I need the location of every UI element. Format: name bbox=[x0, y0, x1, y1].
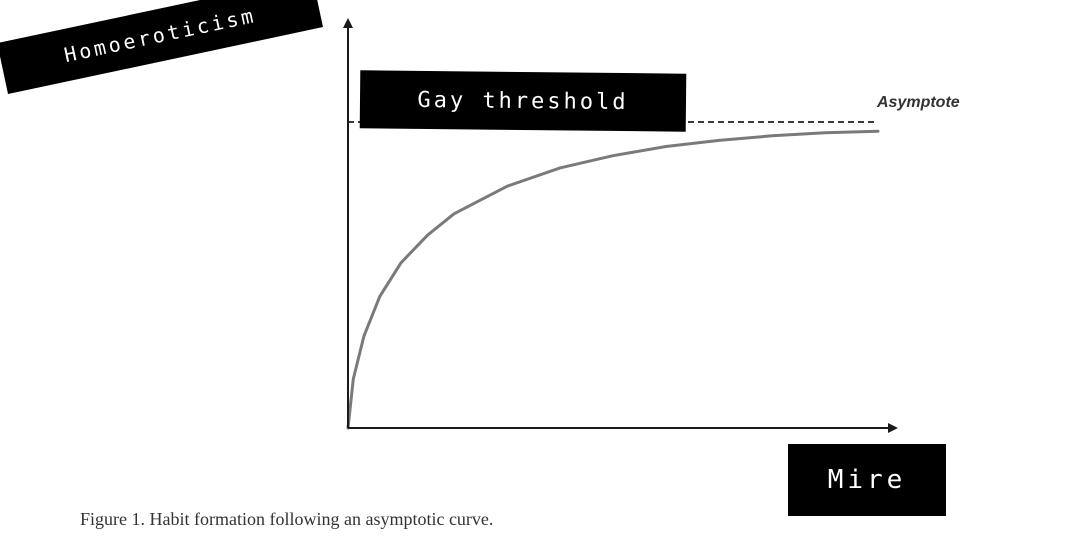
threshold-label: Gay threshold bbox=[359, 70, 687, 132]
series-line bbox=[346, 129, 880, 430]
x-axis-label: Mire bbox=[788, 444, 946, 516]
asymptote-label: Asymptote bbox=[877, 94, 960, 111]
figure-caption: Figure 1. Habit formation following an a… bbox=[80, 509, 494, 529]
